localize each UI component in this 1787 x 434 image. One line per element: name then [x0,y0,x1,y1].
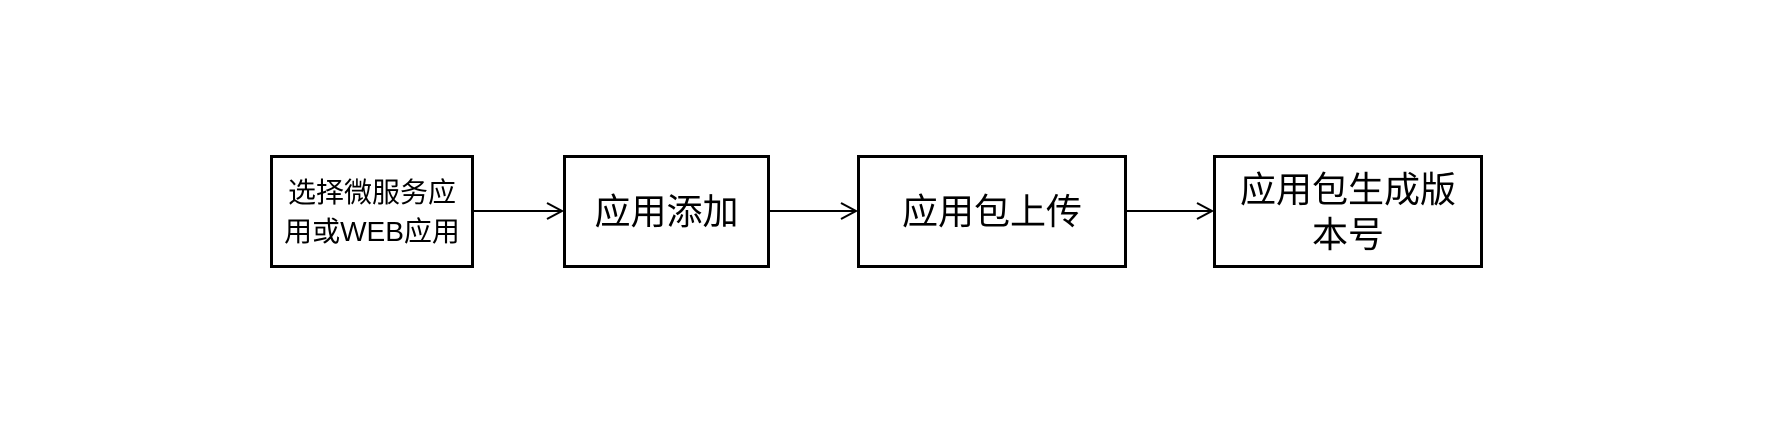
flow-connector-arrow-1 [473,202,565,220]
flow-node-package-upload-label: 应用包上传 [901,190,1082,232]
flow-connector-arrow-3 [1127,202,1215,220]
flow-node-select-app-type-label: 选择微服务应 用或WEB应用 [284,176,460,247]
flow-node-app-add: 应用添加 [563,155,770,268]
flow-node-version-generate-label: 应用包生成版 本号 [1239,168,1456,255]
flow-node-package-upload: 应用包上传 [857,155,1127,268]
flow-node-app-add-label: 应用添加 [594,190,739,232]
flow-node-select-app-type: 选择微服务应 用或WEB应用 [270,155,474,268]
flow-node-version-generate: 应用包生成版 本号 [1213,155,1483,268]
flow-connector-arrow-2 [770,202,859,220]
